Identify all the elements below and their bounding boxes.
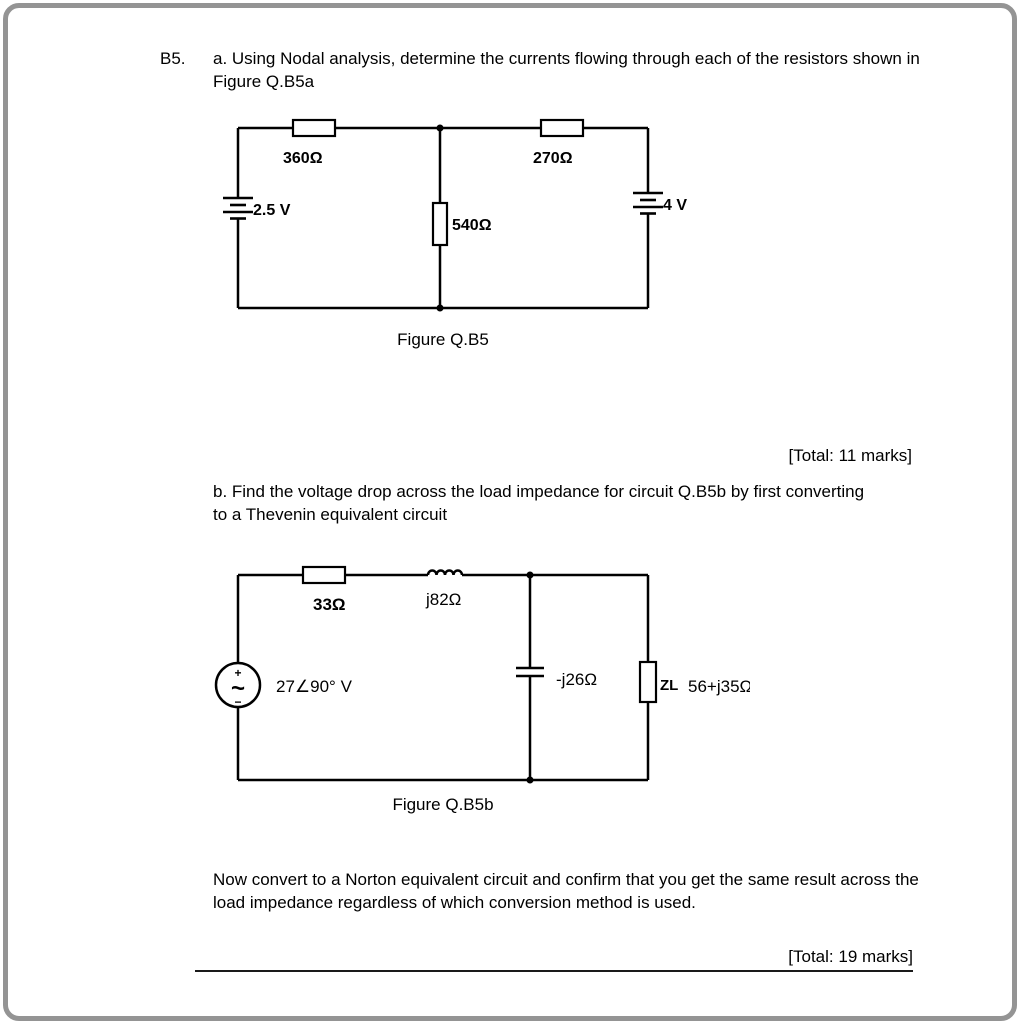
ac-source-plus: + xyxy=(234,666,241,680)
ac-source-label: 27∠90° V xyxy=(276,677,353,696)
bottom-rule xyxy=(195,970,913,972)
figure-b-caption: Figure Q.B5b xyxy=(392,795,494,814)
marks-b: [Total: 19 marks] xyxy=(788,947,913,966)
battery-4v-symbol xyxy=(633,191,663,215)
question-a-block: B5. a. Using Nodal analysis, determine t… xyxy=(160,48,940,94)
junction-dot xyxy=(526,571,534,579)
ac-source-minus: − xyxy=(234,695,241,709)
junction-dot xyxy=(436,124,444,132)
resistor-33-label: 33Ω xyxy=(313,595,346,614)
load-value-label: 56+j35Ω xyxy=(688,677,750,696)
ac-source-symbol: + ~ − xyxy=(214,661,262,709)
resistor-33-symbol xyxy=(301,565,347,585)
capacitor-label: -j26Ω xyxy=(556,670,597,689)
inductor-symbol xyxy=(426,569,464,576)
resistor-540-label: 540Ω xyxy=(452,217,492,234)
circuit-a-schematic: 360Ω 270Ω 540Ω 2.5 V 4 V xyxy=(223,118,687,312)
marks-a: [Total: 11 marks] xyxy=(788,446,912,465)
resistor-360-label: 360Ω xyxy=(283,150,323,167)
ac-source-wave: ~ xyxy=(231,675,245,702)
part-a-text: a. Using Nodal analysis, determine the c… xyxy=(213,49,920,91)
capacitor-symbol xyxy=(516,666,544,678)
source-4v-label: 4 V xyxy=(663,197,687,214)
circuit-b-schematic: + ~ − 33Ω j82Ω -j26Ω ZL 56+j35Ω 27∠90° V xyxy=(214,565,750,784)
inductor-label: j82Ω xyxy=(425,590,461,609)
resistor-360-symbol xyxy=(291,118,337,138)
resistor-270-label: 270Ω xyxy=(533,150,573,167)
junction-dot xyxy=(436,304,444,312)
load-name-label: ZL xyxy=(660,677,678,694)
figure-a-caption: Figure Q.B5 xyxy=(397,330,489,349)
part-b-text: b. Find the voltage drop across the load… xyxy=(213,482,865,524)
resistor-270-symbol xyxy=(539,118,585,138)
source-2v5-label: 2.5 V xyxy=(253,202,291,219)
load-impedance-symbol xyxy=(638,660,658,704)
closing-text: Now convert to a Norton equivalent circu… xyxy=(213,870,919,912)
junction-dot xyxy=(526,776,534,784)
battery-2v5-symbol xyxy=(223,196,253,220)
question-number: B5. xyxy=(160,49,186,68)
resistor-540-symbol xyxy=(431,201,449,247)
